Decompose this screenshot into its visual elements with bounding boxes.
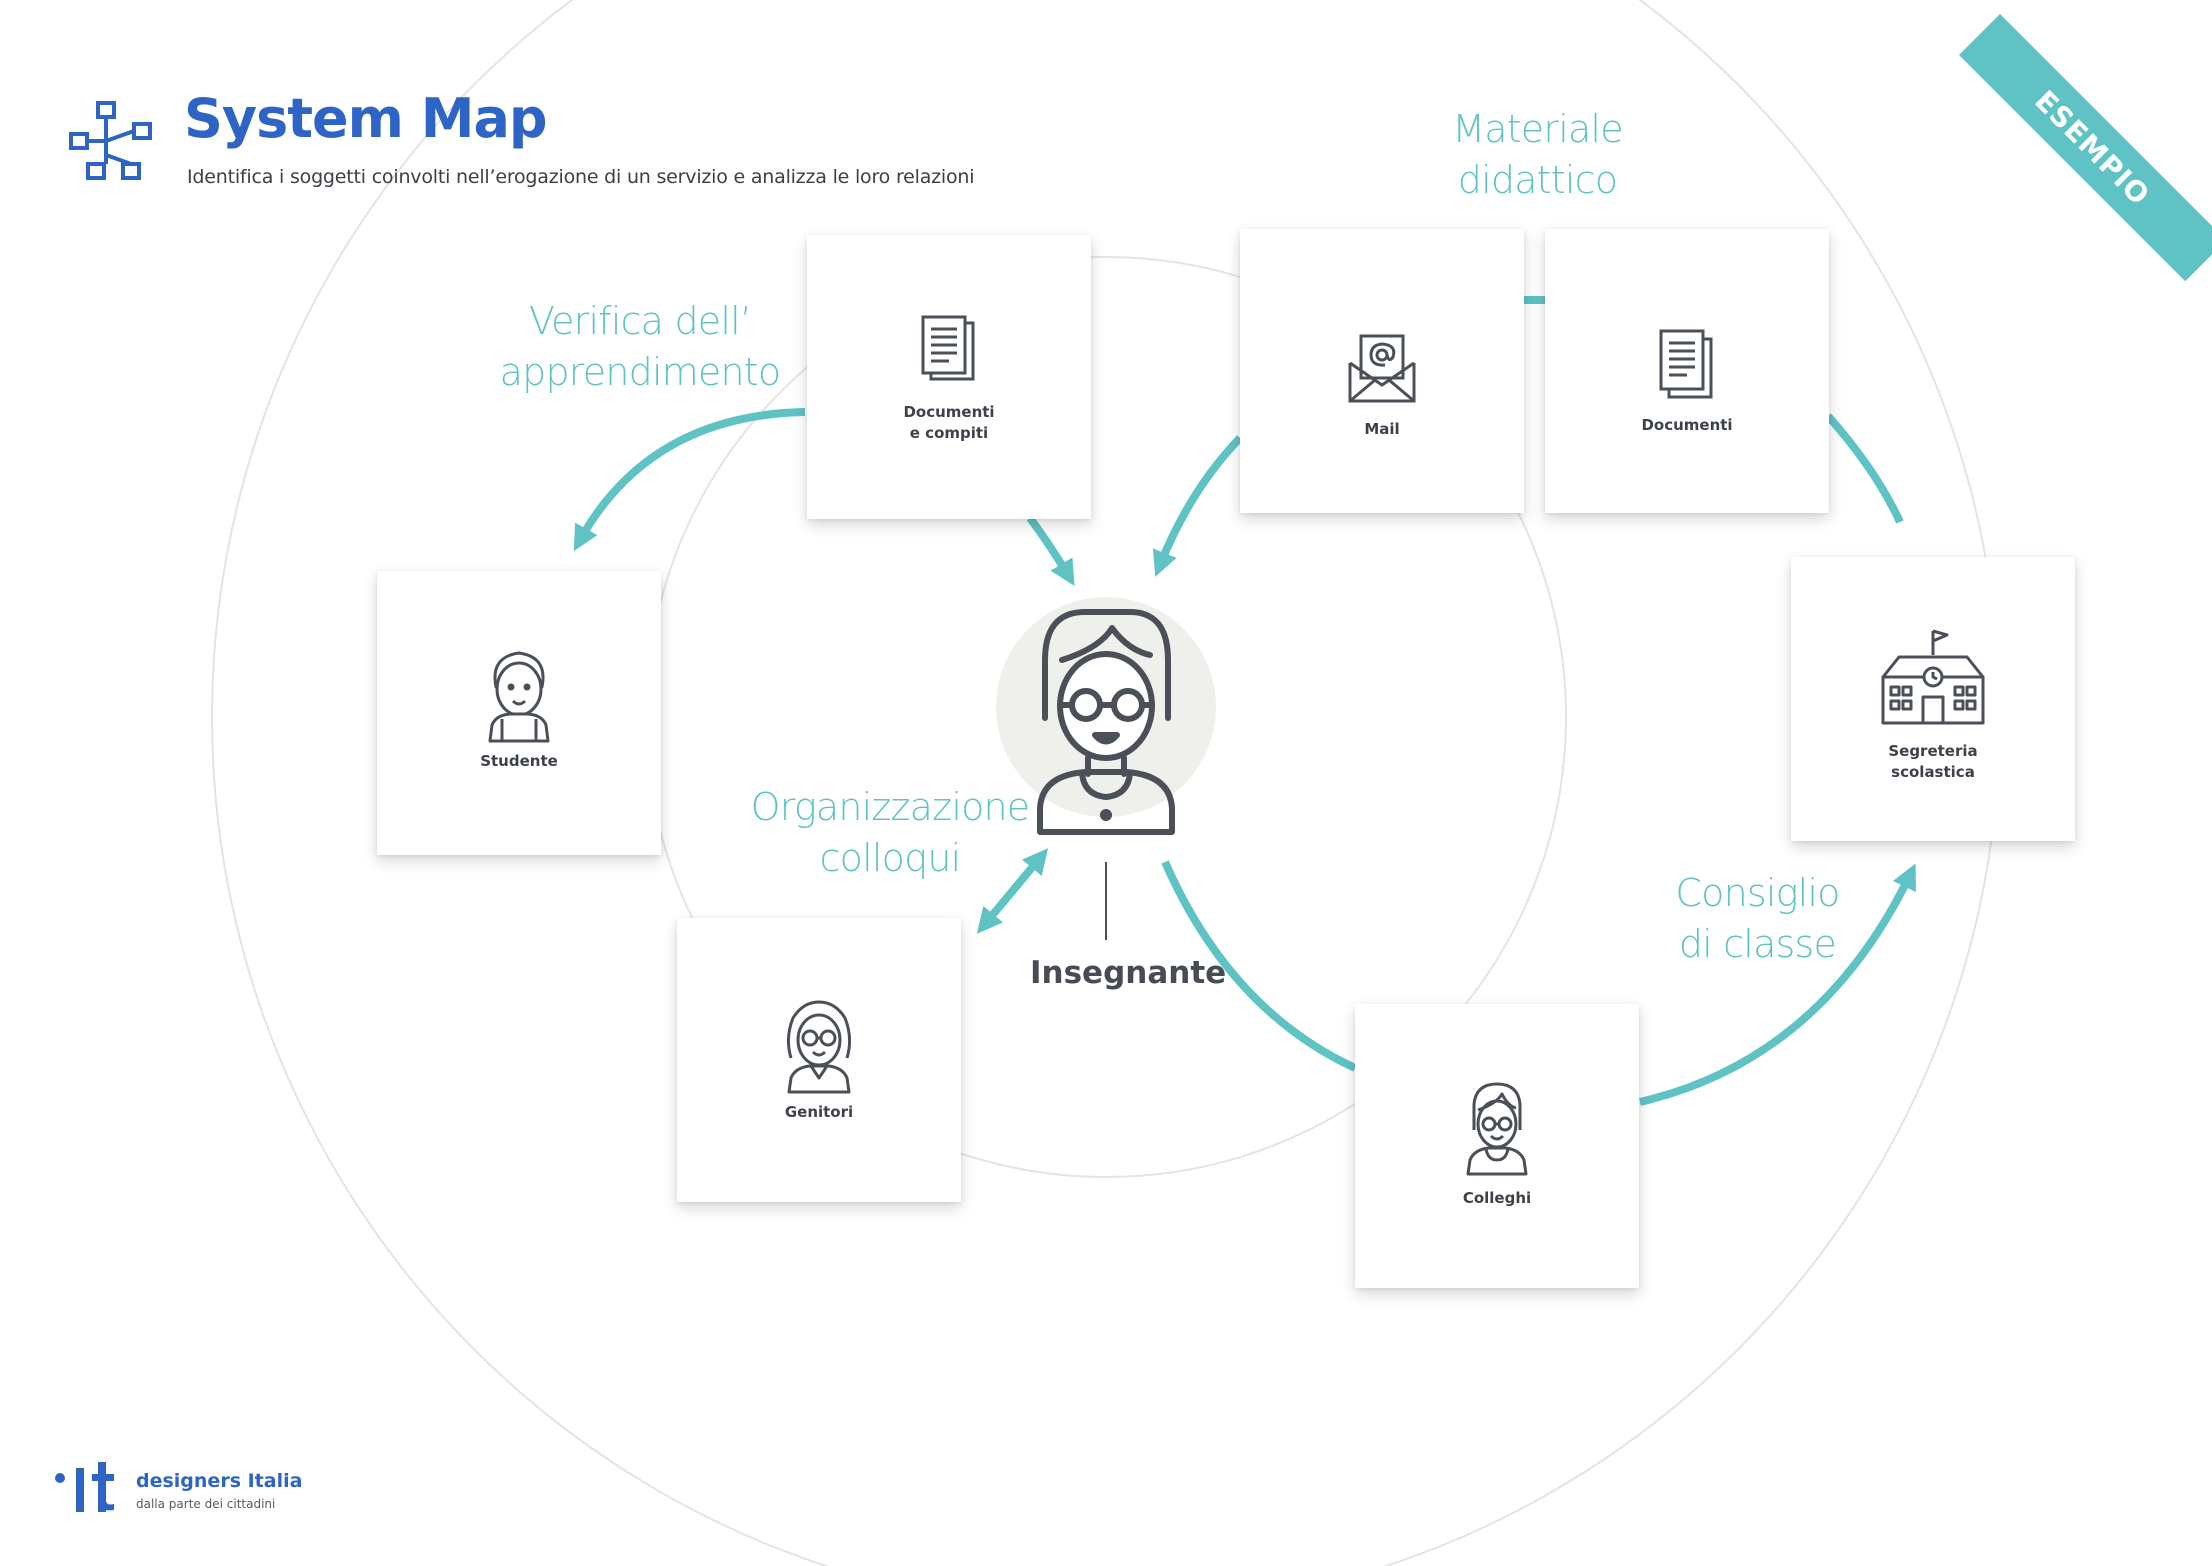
arrow-docs-to-teacher — [1026, 515, 1075, 586]
actor-card-mail: Mail — [1240, 229, 1524, 513]
actor-label: Studente — [480, 752, 558, 770]
documents-icon — [921, 315, 975, 381]
colleague-avatar-icon — [1466, 1082, 1528, 1176]
actor-card-segreteria: Segreteria scolastica — [1791, 557, 2075, 841]
relation-label-consiglio: Consiglio di classe — [1675, 871, 1840, 966]
actor-label: Mail — [1364, 420, 1400, 438]
arrow-mail-to-teacher — [1152, 435, 1243, 577]
page-title: System Map — [184, 87, 548, 150]
actor-card-genitori: Genitori — [677, 918, 961, 1202]
actor-label: Segreteria scolastica — [1888, 742, 1978, 781]
actor-label: Colleghi — [1462, 1189, 1532, 1207]
actor-label: Genitori — [784, 1103, 854, 1121]
documents-icon — [1659, 329, 1713, 399]
footer-tagline: dalla parte dei cittadini — [136, 1497, 276, 1511]
actor-card-colleghi: Colleghi — [1355, 1004, 1639, 1288]
student-avatar-icon — [488, 651, 550, 743]
link-teacher-colleghi — [1161, 860, 1357, 1072]
teacher-avatar-icon — [996, 597, 1216, 835]
designers-italia-logo-icon — [55, 1462, 114, 1512]
relation-label-colloqui: Organizzazione colloqui — [750, 785, 1031, 880]
relation-label-materiale: Materiale didattico — [1452, 107, 1623, 202]
actor-card-studente: Studente — [377, 571, 661, 855]
mail-icon — [1348, 334, 1416, 403]
relation-label-verifica: Verifica dell’ apprendimento — [499, 299, 781, 394]
arrow-to-studente — [573, 408, 806, 552]
page-subtitle: Identifica i soggetti coinvolti nell’ero… — [187, 166, 975, 188]
footer-brand: designers Italia — [136, 1470, 303, 1492]
center-actor-label: Insegnante — [1030, 955, 1227, 991]
actor-card-documenti: Documenti — [1545, 229, 1829, 513]
arrow-teacher-genitori — [976, 848, 1049, 934]
system-map-logo-icon — [69, 101, 152, 180]
actor-label: Documenti e compiti — [903, 403, 995, 442]
parent-avatar-icon — [786, 1000, 852, 1094]
actor-label: Documenti — [1641, 416, 1733, 434]
school-building-icon — [1881, 629, 1985, 725]
link-documenti-segreteria — [1825, 413, 1904, 524]
actor-card-documenti-compiti: Documenti e compiti — [807, 235, 1091, 519]
arrow-colleghi-segreteria — [1639, 863, 1916, 1106]
